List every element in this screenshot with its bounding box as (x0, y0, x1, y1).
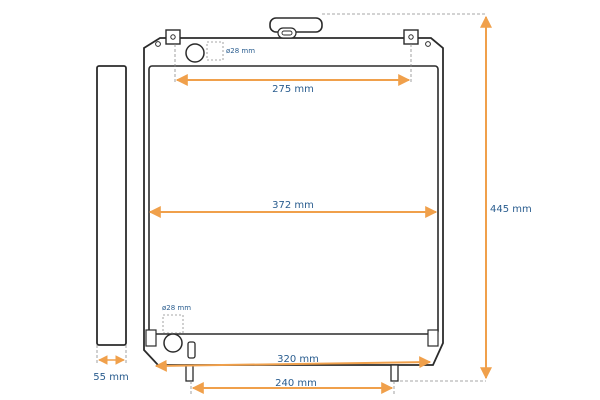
dim-320-label: 320 mm (277, 354, 319, 365)
drain-plug (187, 341, 196, 359)
dim-top-core-width: 275 mm (174, 44, 412, 95)
depth-label: 55 mm (93, 372, 128, 383)
dim-372-label: 372 mm (272, 200, 314, 211)
dim-320-arrow (154, 356, 432, 372)
top-pipe-label: ø28 mm (226, 47, 255, 55)
radiator-core (148, 65, 439, 335)
bottom-left-pin (185, 364, 194, 382)
dim-bottom-width: 320 mm (154, 354, 432, 372)
lower-left-lug (145, 329, 157, 347)
bottom-pipe-callout-box (162, 314, 184, 334)
dim-height: 445 mm (322, 13, 532, 382)
filler-cap (269, 17, 323, 33)
dim-core-width: 372 mm (148, 200, 438, 218)
top-pipe-inlet (185, 43, 205, 63)
bracket-hole-icon (408, 34, 414, 40)
lower-right-lug (427, 329, 439, 347)
top-right-bracket (403, 29, 419, 45)
filler-neck (277, 27, 297, 39)
top-pipe-callout-box (206, 41, 224, 61)
filler-slot (281, 30, 293, 36)
bracket-hole-icon (170, 34, 176, 40)
frame-bolt-icon (155, 41, 161, 47)
bottom-pipe-outlet (163, 333, 183, 353)
dim-445-label: 445 mm (490, 204, 532, 215)
front-view: ø28 mm ø28 mm (143, 17, 444, 382)
bottom-right-pin (390, 364, 399, 382)
bottom-pipe-label: ø28 mm (162, 304, 191, 312)
dim-275-label: 275 mm (272, 84, 314, 95)
dim-240-label: 240 mm (275, 378, 317, 389)
dim-mount-spacing: 240 mm (190, 378, 395, 394)
frame-bolt-icon (425, 41, 431, 47)
top-left-bracket (165, 29, 181, 45)
side-profile (96, 65, 127, 346)
side-view: 55 mm (93, 65, 129, 383)
